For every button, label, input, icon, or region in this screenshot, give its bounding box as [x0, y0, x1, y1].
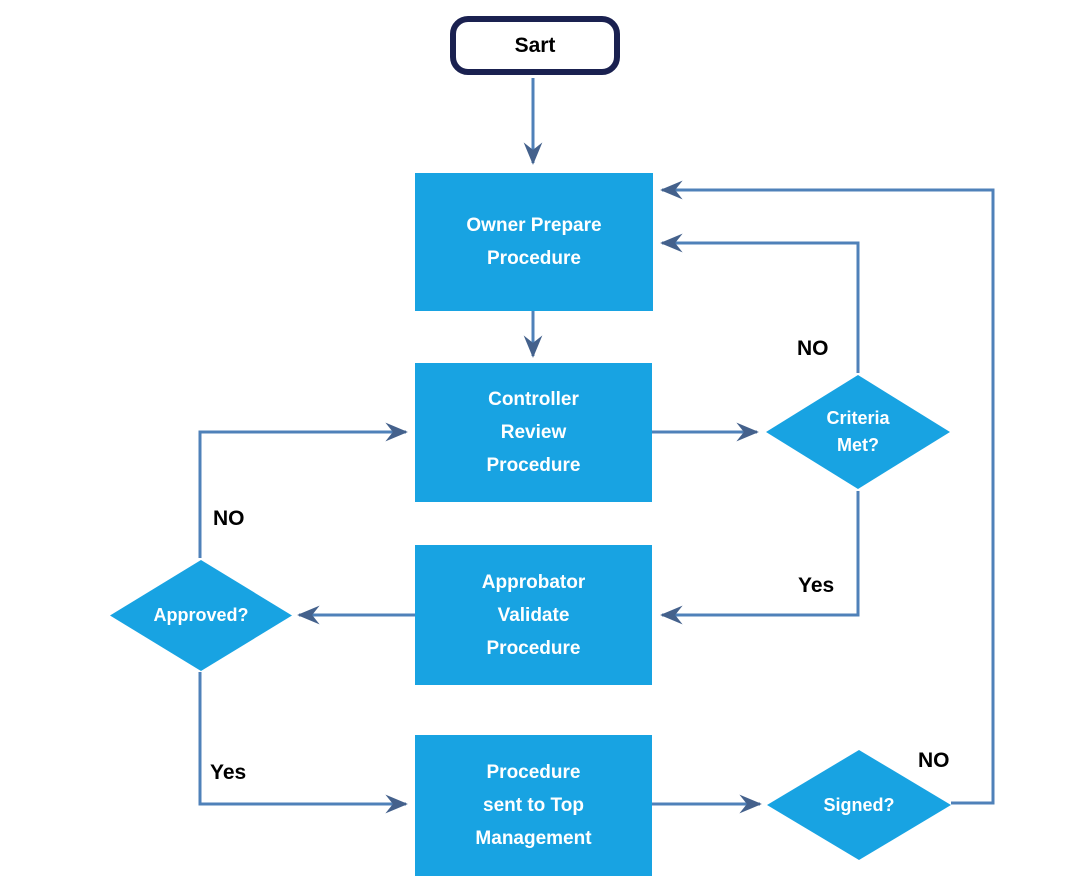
- edge-approved-no-to-controller: [198, 422, 408, 558]
- edge-signed-no-to-owner: [660, 180, 995, 805]
- node-criteria-met-label: Criteria Met?: [826, 408, 890, 455]
- edge-criteria-no-to-owner: [660, 233, 860, 373]
- edge-approved-yes-to-procedure: [198, 672, 408, 814]
- node-owner-prepare-procedure: Owner Prepare Procedure: [415, 173, 653, 311]
- node-approved-label: Approved?: [153, 605, 249, 625]
- edge-label-signed-no: NO: [918, 749, 950, 772]
- edge-label-criteria-yes: Yes: [798, 574, 835, 597]
- node-start: Sart: [450, 16, 620, 75]
- node-signed-label: Signed?: [823, 794, 895, 815]
- node-owner-prepare-label: Owner Prepare Procedure: [466, 215, 602, 269]
- node-procedure-sent-label: Procedure sent to Top Management: [475, 762, 592, 849]
- edge-criteria-yes-to-approbator: [660, 491, 860, 625]
- node-approbator-validate-label: Approbator Validate Procedure: [481, 571, 586, 659]
- node-approbator-validate-procedure: Approbator Validate Procedure: [415, 545, 652, 685]
- edge-label-approved-yes: Yes: [210, 761, 247, 784]
- node-procedure-sent-to-top-management: Procedure sent to Top Management: [415, 735, 652, 876]
- edge-label-criteria-no: NO: [797, 337, 829, 360]
- edge-label-approved-no: NO: [213, 507, 245, 530]
- node-controller-review-label: Controller Review Procedure: [486, 389, 581, 476]
- node-start-label: Sart: [514, 33, 556, 57]
- node-controller-review-procedure: Controller Review Procedure: [415, 363, 652, 502]
